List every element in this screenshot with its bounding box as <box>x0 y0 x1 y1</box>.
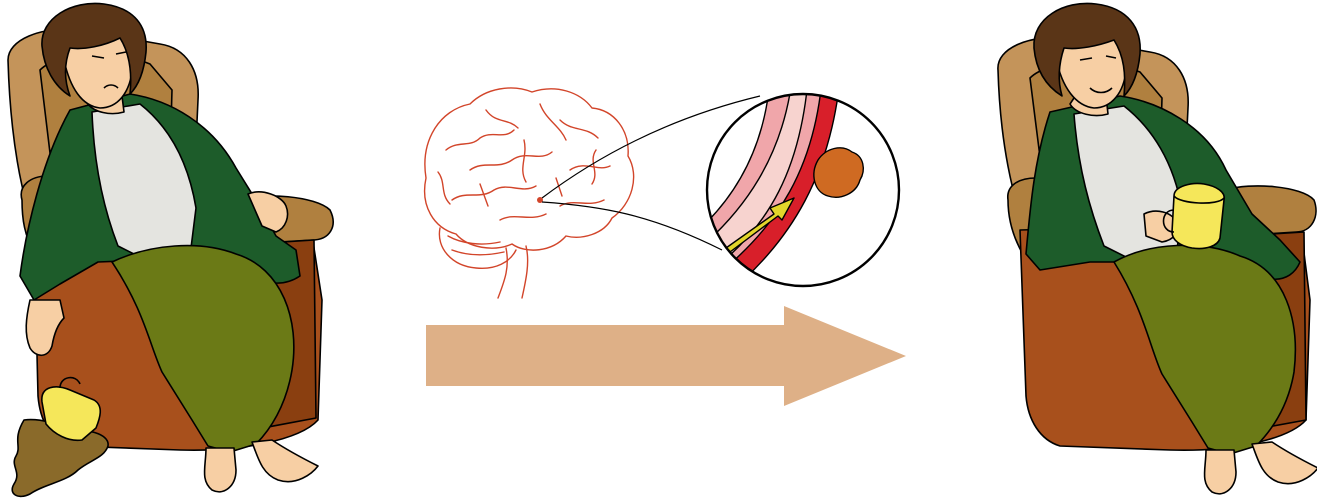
foot-left-a <box>205 448 237 492</box>
cup-body-right <box>1172 184 1224 249</box>
brain-stem <box>498 246 528 298</box>
slumped-woman-figure <box>8 3 333 496</box>
magnified-artery-icon <box>690 80 899 300</box>
foot-right-b <box>1252 442 1317 484</box>
brain-icon <box>425 88 634 298</box>
brain-fold-a <box>446 104 610 220</box>
foot-left-b <box>252 440 318 482</box>
callout-line-bottom <box>542 202 722 250</box>
cerebellum <box>439 228 516 268</box>
right-arrow-icon <box>426 306 906 406</box>
brain-outline <box>425 88 634 250</box>
recovered-woman-figure <box>998 3 1317 493</box>
big-progress-arrow <box>426 306 906 406</box>
foot-right-a <box>1205 450 1237 494</box>
